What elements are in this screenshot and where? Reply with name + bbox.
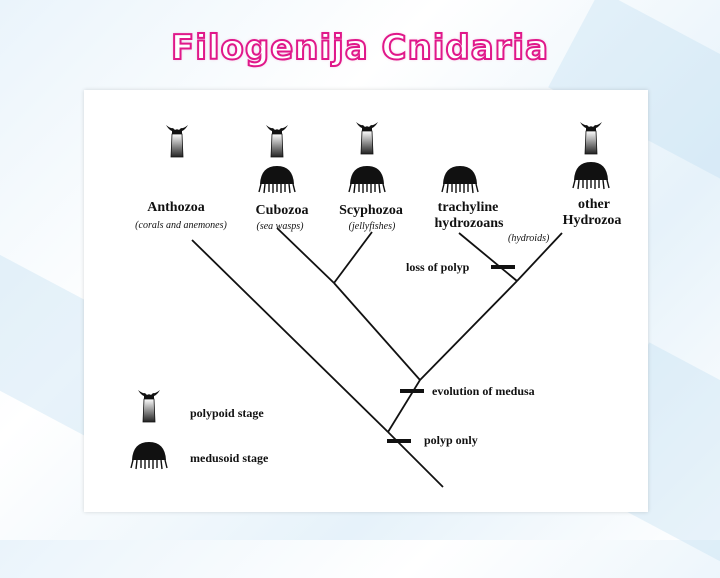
taxon-cubozoa-common: (sea wasps)	[256, 221, 304, 232]
medusa-icon	[441, 165, 479, 194]
taxon-anthozoa: Anthozoa	[147, 200, 205, 215]
taxon-other-hydrozoa-line1: other	[578, 197, 610, 212]
legend-medusa-icon	[130, 441, 168, 470]
taxon-other-hydrozoa-common: (hydroids)	[508, 233, 550, 244]
branch-cubozoa	[276, 227, 335, 284]
legend-medusoid-label: medusoid stage	[190, 451, 269, 465]
branch-scyphozoa	[333, 231, 373, 284]
label-loss-of-polyp: loss of polyp	[406, 260, 470, 274]
legend-polypoid-label: polypoid stage	[190, 406, 264, 420]
medusa-icon	[258, 165, 296, 194]
branch-trachyline-hydrozoans	[458, 232, 518, 282]
taxon-scyphozoa-common: (jellyfishes)	[348, 221, 396, 232]
taxon-trachyline-line1: trachyline	[437, 200, 499, 215]
branch-cubozoa-scyphozoa	[333, 282, 421, 381]
label-evolution-of-medusa: evolution of medusa	[432, 384, 535, 398]
taxon-cubozoa: Cubozoa	[255, 203, 309, 218]
branch-medusozoa	[387, 379, 421, 433]
phylogenetic-tree	[130, 121, 610, 488]
taxon-trachyline-line2: hydrozoans	[434, 216, 504, 231]
phylogeny-figure: Anthozoa (corals and anemones) Cubozoa (…	[84, 90, 648, 512]
branch-anthozoa	[191, 239, 389, 433]
medusa-icon	[348, 165, 386, 194]
taxon-other-hydrozoa-line2: Hydrozoa	[562, 213, 622, 228]
polyp-icon	[165, 124, 189, 158]
taxon-anthozoa-common: (corals and anemones)	[135, 220, 227, 231]
branch-other-hydrozoa	[516, 232, 563, 282]
taxon-scyphozoa: Scyphozoa	[339, 203, 403, 218]
polyp-icon	[579, 121, 603, 155]
label-polyp-only: polyp only	[424, 433, 478, 447]
medusa-icon	[572, 161, 610, 190]
polyp-icon	[355, 121, 379, 155]
slide-title: Filogenija Cnidaria	[170, 27, 550, 69]
polyp-icon	[265, 124, 289, 158]
legend-polyp-icon	[137, 389, 161, 423]
branch-hydrozoa	[419, 280, 518, 381]
